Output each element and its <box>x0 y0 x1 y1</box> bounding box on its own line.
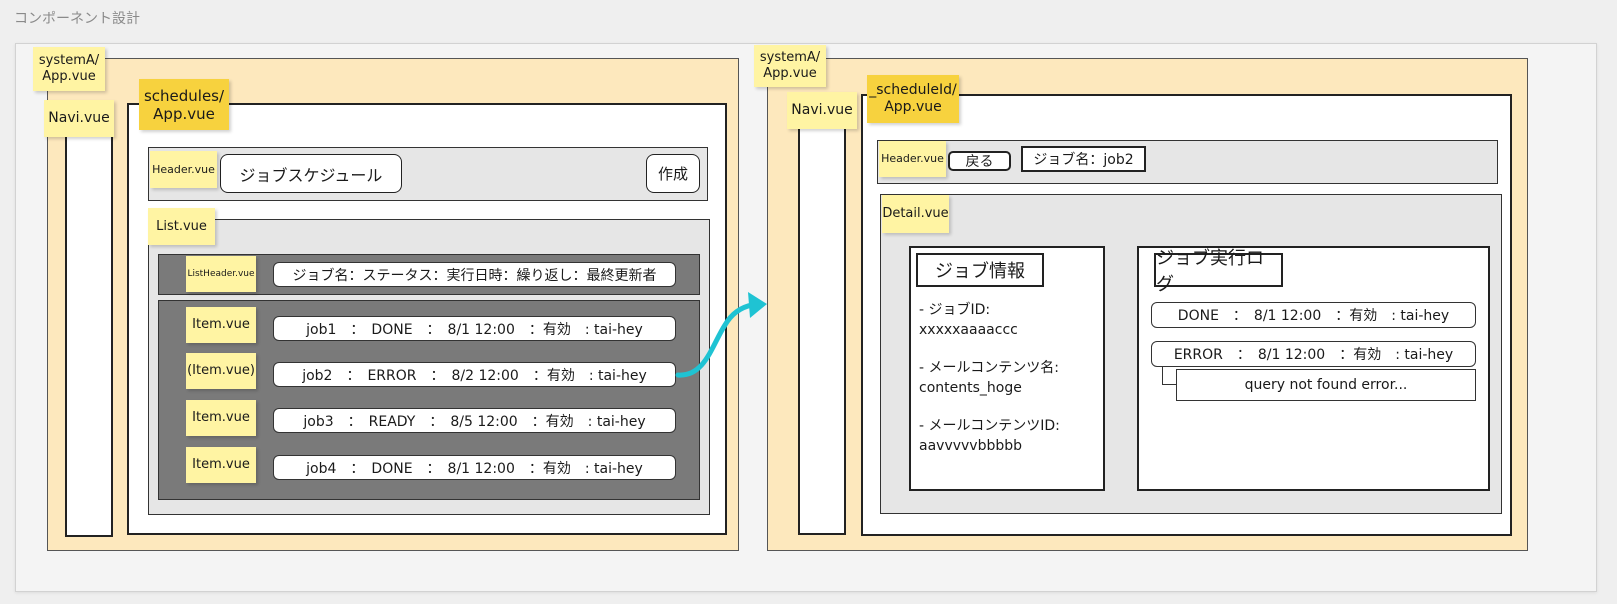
list-header-vue-label: ListHeader.vue <box>187 268 255 279</box>
job-info-line: - ジョブID: <box>919 302 991 318</box>
right-header-vue-label: Header.vue <box>881 152 944 166</box>
job-info-line: contents_hoge <box>919 380 1022 396</box>
list-item-row[interactable]: job3 ： READY ： 8/5 12:00 ：有効 : tai-hey <box>273 408 676 433</box>
list-header-vue-sticky: ListHeader.vue <box>186 256 256 292</box>
list-item-row[interactable]: job1 ： DONE ： 8/1 12:00 ：有効 : tai-hey <box>273 316 676 341</box>
log-row-text: DONE ： 8/1 12:00 ：有効 : tai-hey <box>1177 308 1450 324</box>
left-app-sticky: systemA/ App.vue <box>33 47 105 91</box>
item-vue-sticky: (Item.vue) <box>186 353 256 389</box>
item-vue-label: Item.vue <box>192 457 250 473</box>
item-vue-label: (Item.vue) <box>187 363 255 379</box>
log-error-box: query not found error... <box>1176 369 1476 401</box>
header-vue-sticky: Header.vue <box>150 151 217 188</box>
job-schedule-title: ジョブスケジュール <box>239 165 383 185</box>
right-app-sticky: systemA/ App.vue <box>754 45 826 87</box>
job-log-title: ジョブ実行ログ <box>1156 248 1264 295</box>
job-schedule-title-box: ジョブスケジュール <box>220 154 402 193</box>
schedule-detail-app-sticky: _scheduleId/ App.vue <box>867 75 959 123</box>
job-log-title-box: ジョブ実行ログ <box>1154 248 1283 295</box>
right-navi-panel <box>798 125 846 535</box>
item-vue-sticky: Item.vue <box>186 307 256 343</box>
job-name-box: ジョブ名：job2 <box>1021 146 1146 172</box>
detail-vue-label: Detail.vue <box>882 206 949 222</box>
log-error-text: query not found error... <box>1244 377 1408 393</box>
list-header-text: ジョブ名：ステータス：実行日時：繰り返し：最終更新者 <box>292 267 657 284</box>
back-button-label: 戻る <box>965 154 994 170</box>
item-vue-sticky: Item.vue <box>186 400 256 436</box>
job-info-details: - ジョブID: xxxxxaaaaccc - メールコンテンツ名: conte… <box>919 300 1101 456</box>
create-button-label: 作成 <box>657 165 688 183</box>
list-item-text: job3 ： READY ： 8/5 12:00 ：有効 : tai-hey <box>303 413 646 430</box>
left-navi-sticky: Navi.vue <box>44 100 114 137</box>
right-header-vue-sticky: Header.vue <box>879 141 946 177</box>
transition-arrow <box>675 292 767 378</box>
list-item-row[interactable]: job2 ： ERROR ： 8/2 12:00 ：有効 : tai-hey <box>273 362 676 387</box>
job-info-line <box>919 340 1101 358</box>
back-button[interactable]: 戻る <box>948 151 1011 171</box>
left-navi-label: Navi.vue <box>48 110 110 127</box>
list-item-text: job4 ： DONE ： 8/1 12:00 ：有効 : tai-hey <box>306 460 643 477</box>
log-row-text: ERROR ： 8/1 12:00 ：有効 : tai-hey <box>1173 347 1454 363</box>
list-header-row: ジョブ名：ステータス：実行日時：繰り返し：最終更新者 <box>273 262 676 287</box>
job-info-line: aavvvvvbbbbb <box>919 438 1023 454</box>
item-vue-label: Item.vue <box>192 410 250 426</box>
job-info-title: ジョブ情報 <box>935 261 1025 282</box>
list-vue-label: List.vue <box>156 218 207 234</box>
transition-arrow-path <box>675 302 755 378</box>
schedules-app-label: schedules/ App.vue <box>143 86 225 123</box>
job-info-title-box: ジョブ情報 <box>916 253 1044 287</box>
right-app-label: systemA/ App.vue <box>759 50 821 81</box>
log-row[interactable]: ERROR ： 8/1 12:00 ：有効 : tai-hey <box>1151 341 1476 367</box>
list-vue-sticky: List.vue <box>148 208 215 245</box>
left-app-label: systemA/ App.vue <box>38 53 100 84</box>
right-navi-sticky: Navi.vue <box>787 92 857 129</box>
detail-vue-sticky: Detail.vue <box>882 195 949 233</box>
schedule-detail-app-label: _scheduleId/ App.vue <box>869 82 957 115</box>
schedules-app-sticky: schedules/ App.vue <box>139 79 229 130</box>
page-title: コンポーネント設計 <box>14 11 140 27</box>
log-row[interactable]: DONE ： 8/1 12:00 ：有効 : tai-hey <box>1151 302 1476 328</box>
right-navi-label: Navi.vue <box>791 102 853 119</box>
job-info-line <box>919 398 1101 416</box>
list-item-text: job1 ： DONE ： 8/1 12:00 ：有効 : tai-hey <box>306 321 643 338</box>
log-connector-line <box>1162 367 1178 385</box>
header-vue-label: Header.vue <box>152 162 215 176</box>
list-item-text: job2 ： ERROR ： 8/2 12:00 ：有効 : tai-hey <box>302 367 647 384</box>
transition-arrow-head <box>748 292 767 318</box>
item-vue-sticky: Item.vue <box>186 447 256 483</box>
job-info-line: - メールコンテンツID: <box>919 418 1060 434</box>
left-navi-panel <box>65 132 113 537</box>
job-info-line: - メールコンテンツ名: <box>919 360 1059 376</box>
job-name-text: ジョブ名：job2 <box>1033 152 1134 168</box>
create-button[interactable]: 作成 <box>646 154 700 193</box>
item-vue-label: Item.vue <box>192 317 250 333</box>
job-info-line: xxxxxaaaaccc <box>919 322 1018 338</box>
list-item-row[interactable]: job4 ： DONE ： 8/1 12:00 ：有効 : tai-hey <box>273 455 676 480</box>
